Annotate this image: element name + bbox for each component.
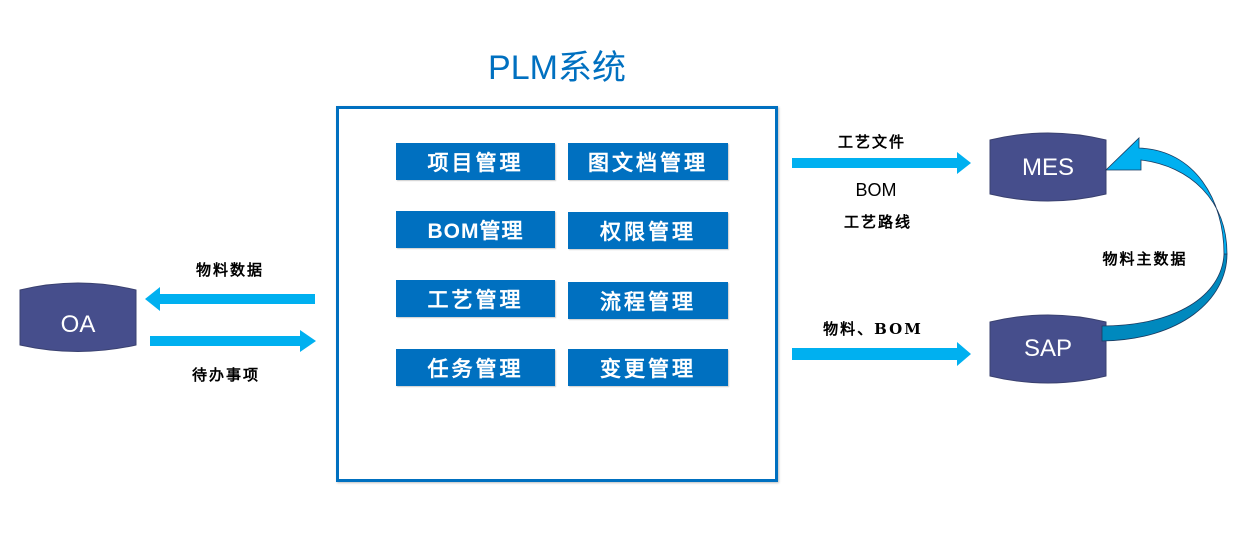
arrow-plm-to-mes xyxy=(792,152,971,174)
module-change-management[interactable]: 变更管理 xyxy=(568,349,728,386)
flow-label-process-routing: 工艺路线 xyxy=(843,213,912,231)
plm-system-box xyxy=(336,106,778,482)
arrow-plm-to-oa xyxy=(145,287,315,311)
module-task-management[interactable]: 任务管理 xyxy=(396,349,555,386)
arrow-plm-to-sap xyxy=(792,342,971,366)
module-permission-management[interactable]: 权限管理 xyxy=(568,212,728,249)
oa-node-label: OA xyxy=(60,311,96,338)
flow-label-material-bom: 物料、BOM xyxy=(823,320,923,338)
sap-node-shape[interactable] xyxy=(989,314,1107,384)
flow-label-material-data: 物料数据 xyxy=(195,261,264,279)
module-document-management[interactable]: 图文档管理 xyxy=(568,143,728,180)
module-bom-management[interactable]: BOM管理 xyxy=(396,211,555,248)
arrow-oa-to-plm xyxy=(150,330,316,352)
diagram-title: PLM系统 xyxy=(488,49,626,87)
module-workflow-management[interactable]: 流程管理 xyxy=(568,282,728,319)
mes-node-shape[interactable] xyxy=(989,132,1107,202)
flow-label-material-master-data: 物料主数据 xyxy=(1102,250,1188,268)
flow-label-process-documents: 工艺文件 xyxy=(837,133,906,151)
flow-label-bom: BOM xyxy=(855,180,897,200)
arrow-sap-to-mes xyxy=(1101,137,1228,342)
mes-node-label: MES xyxy=(1021,154,1074,181)
module-project-management[interactable]: 项目管理 xyxy=(396,143,555,180)
oa-node-shape[interactable] xyxy=(19,282,137,352)
module-process-planning-management[interactable]: 工艺管理 xyxy=(396,280,555,317)
flow-label-todo-items: 待办事项 xyxy=(191,366,260,384)
sap-node-label: SAP xyxy=(1023,335,1073,362)
